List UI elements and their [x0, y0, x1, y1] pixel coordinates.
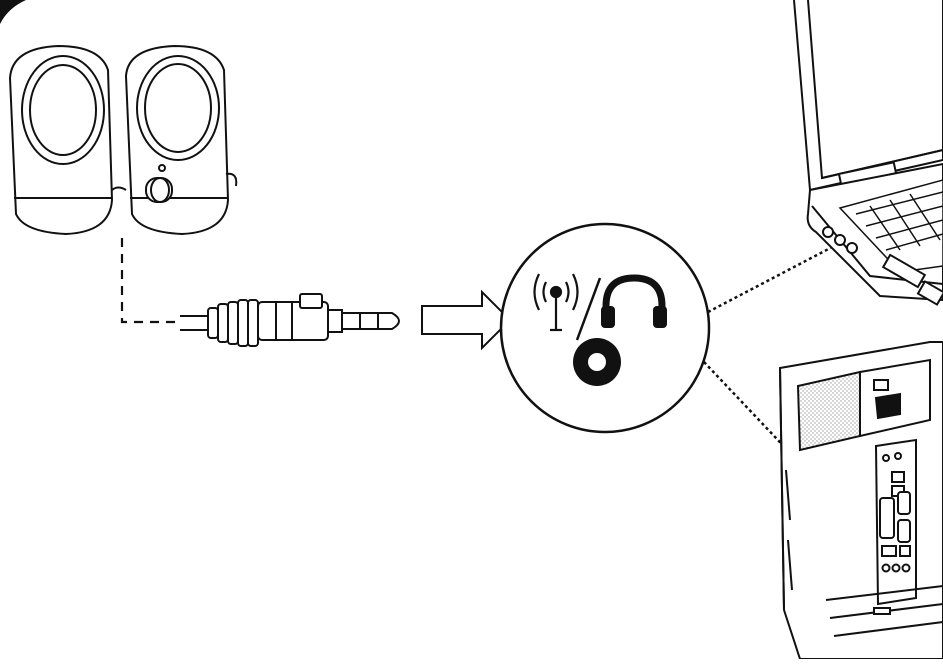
- headphones-icon: [601, 274, 667, 328]
- speakers: [8, 44, 238, 236]
- audio-port-callout: [499, 222, 711, 434]
- audio-output-icon: [533, 273, 579, 332]
- audio-plug-icon: [180, 293, 400, 347]
- corner-step-marker: [0, 0, 26, 24]
- leader-line-laptop: [707, 242, 839, 314]
- laptop-icon: [793, 0, 943, 306]
- speaker-cable-dashed-line: [120, 238, 182, 324]
- slash-divider: [575, 277, 602, 341]
- desktop-tower-icon: [778, 341, 943, 660]
- right-speaker-icon: [124, 44, 230, 236]
- left-speaker-icon: [8, 44, 114, 236]
- audio-jack-port-icon: [573, 338, 621, 386]
- right-arrow-icon: [421, 289, 512, 351]
